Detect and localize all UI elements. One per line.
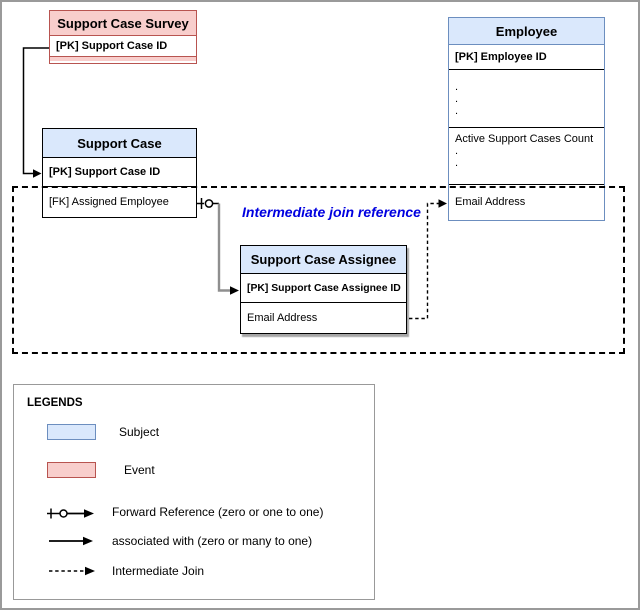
legend-label-forward-reference: Forward Reference (zero or one to one) (112, 505, 324, 519)
table-row-ellipsis: . . . (449, 70, 604, 128)
legend-swatch-subject (47, 424, 96, 440)
table-row-email-address: Email Address (247, 311, 318, 324)
legend-label-associated-with: associated with (zero or many to one) (112, 534, 313, 548)
table-row-pk-support-case-id: [PK] Support Case ID (50, 36, 196, 57)
legend-box: LEGENDS Subject Event Forward Reference … (13, 384, 375, 600)
active-support-cases-count-label: Active Support Cases Count (455, 133, 594, 145)
table-row-empty-strip (50, 57, 196, 61)
ellipsis-dot: . (455, 81, 459, 93)
ellipsis-dot: . (455, 145, 459, 157)
entity-title-support-case-survey: Support Case Survey (50, 11, 196, 36)
entity-support-case-assignee: Support Case Assignee [PK] Support Case … (240, 245, 407, 334)
entity-title-support-case-assignee: Support Case Assignee (241, 246, 406, 274)
legend-label-intermediate-join: Intermediate Join (112, 564, 205, 578)
entity-support-case: Support Case [PK] Support Case ID [FK] A… (42, 128, 197, 218)
entity-employee: Employee [PK] Employee ID . . . Active S… (448, 17, 605, 221)
ellipsis-dot: . (455, 105, 459, 117)
legend-label-event: Event (124, 463, 155, 477)
table-row-fk-assigned-employee: [FK] Assigned Employee (49, 195, 169, 208)
ellipsis-dot: . (455, 157, 459, 169)
ellipsis-dot: . (455, 93, 459, 105)
legend-label-subject: Subject (119, 425, 160, 439)
legend-swatch-event (47, 462, 96, 478)
forward-reference-symbol-icon (47, 508, 94, 519)
intermediate-join-symbol-icon (49, 566, 95, 576)
table-row-pk-employee-id: [PK] Employee ID (449, 45, 604, 70)
intermediate-join-region-label: Intermediate join reference (242, 204, 421, 220)
table-row-email-address: Email Address (455, 196, 526, 208)
entity-title-support-case: Support Case (43, 129, 196, 158)
table-row-active-support-cases-count: Active Support Cases Count . . (449, 128, 604, 185)
entity-title-employee: Employee (449, 18, 604, 45)
legend-title: LEGENDS (27, 397, 83, 409)
table-row-pk-support-case-id: [PK] Support Case ID (43, 158, 196, 187)
associated-with-symbol-icon (49, 536, 93, 546)
table-row-pk-support-case-assignee-id: [PK] Support Case Assignee ID (241, 274, 406, 303)
entity-support-case-survey: Support Case Survey [PK] Support Case ID (49, 10, 197, 64)
